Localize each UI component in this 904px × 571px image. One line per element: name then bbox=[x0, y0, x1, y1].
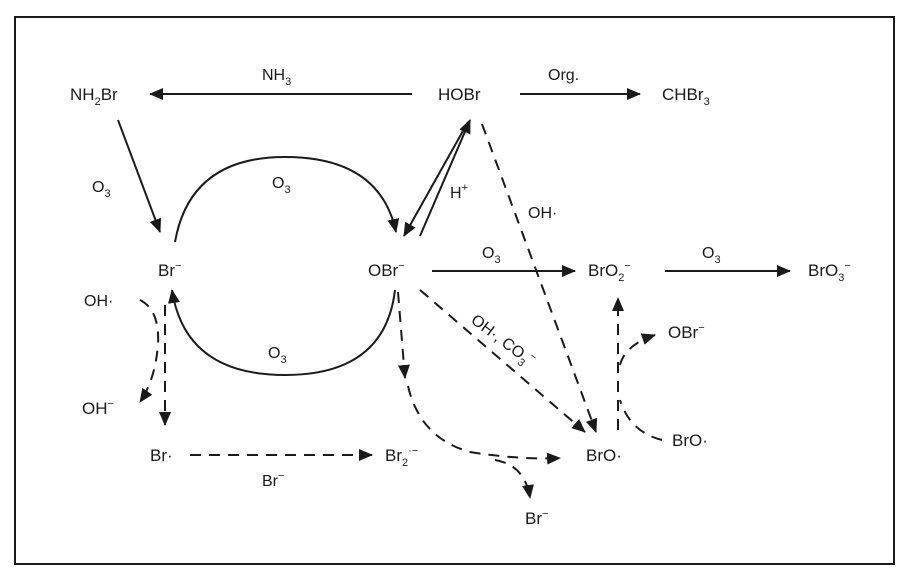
arrow-obr-minus-to-br-minus bbox=[168, 289, 396, 377]
label-o3-bro2-bro3: O3 bbox=[702, 245, 721, 266]
br-minus-main: Br bbox=[158, 261, 175, 280]
label-org: Org. bbox=[548, 67, 579, 84]
arrow-obr-minus-down bbox=[397, 291, 410, 379]
label-o3-bottom-arc: O3 bbox=[268, 345, 287, 366]
oh-minus-main: OH bbox=[82, 399, 108, 418]
arrow-obr-minus-to-hobr bbox=[419, 119, 471, 237]
arrow-bro-rad-right-to-center bbox=[619, 399, 663, 441]
br-minus-sup: − bbox=[175, 260, 181, 272]
label-br-minus: Br− bbox=[262, 470, 284, 490]
label-o3-left: O3 bbox=[92, 179, 111, 200]
node-chbr3: CHBr3 bbox=[662, 85, 710, 108]
label-o3-top-arc: O3 bbox=[272, 175, 291, 196]
arrow-nh2br-to-br-minus bbox=[117, 119, 162, 233]
arrow-to-obr-minus-right bbox=[619, 333, 656, 366]
h-plus-main: H bbox=[450, 185, 462, 202]
label-oh-rad-hobr: OH· bbox=[528, 205, 557, 222]
arrow-hobr-to-bro-rad bbox=[481, 123, 598, 433]
o3-left-main: O bbox=[92, 179, 104, 196]
h-plus-sup: + bbox=[462, 182, 468, 194]
node-hobr: HOBr bbox=[438, 85, 481, 104]
node-obr-minus: OBr− bbox=[368, 260, 405, 280]
o3-bottom-main: O bbox=[268, 345, 280, 362]
o3-right-main: O bbox=[702, 245, 714, 262]
node-obr-minus-right: OBr− bbox=[668, 322, 705, 342]
node-bro-rad: BrO· bbox=[586, 446, 622, 465]
node-bro-rad-right: BrO· bbox=[672, 431, 708, 450]
obr-right-sup: − bbox=[698, 322, 704, 334]
arrow-to-oh-minus bbox=[139, 299, 160, 403]
label-oh-rad-left: OH· bbox=[84, 293, 113, 310]
br2-main: Br bbox=[385, 446, 402, 465]
label-oh-co3-group: OH·, CO3− bbox=[465, 309, 540, 373]
node-br-rad: Br· bbox=[150, 446, 173, 465]
nh3-main: NH bbox=[262, 67, 285, 84]
oh-co3-sup: − bbox=[527, 350, 539, 363]
o3-top-sub: 3 bbox=[284, 184, 290, 196]
bro2-minus-sub: 2 bbox=[618, 272, 624, 284]
node-nh2br: NH2Br bbox=[70, 85, 118, 108]
node-bro2-minus: BrO2− bbox=[588, 260, 631, 284]
br2-sub: 2 bbox=[402, 457, 408, 469]
diagram-frame bbox=[14, 16, 895, 565]
nh2br-tail: Br bbox=[101, 85, 118, 104]
bro2-minus-main: BrO bbox=[588, 261, 618, 280]
bro2-minus-sup: − bbox=[624, 260, 630, 272]
label-nh3: NH3 bbox=[262, 67, 291, 88]
obr-right-main: OBr bbox=[668, 323, 699, 342]
bro3-minus-sub: 3 bbox=[838, 272, 844, 284]
arrow-hobr-to-obr-minus bbox=[403, 121, 469, 237]
label-h-plus: H+ bbox=[450, 182, 468, 202]
o3-left-sub: 3 bbox=[104, 188, 110, 200]
nh2br-sub: 2 bbox=[95, 96, 101, 108]
node-br-minus-bottom: Br− bbox=[525, 508, 548, 528]
oh-co3-main: OH·, CO bbox=[468, 312, 528, 363]
label-o3-obr-bro2: O3 bbox=[482, 245, 501, 266]
br-bottom-main: Br bbox=[525, 509, 542, 528]
label-oh-co3: OH·, CO3− bbox=[465, 309, 539, 373]
node-oh-minus: OH− bbox=[82, 398, 114, 418]
arrow-br2-to-br-minus-bottom bbox=[494, 459, 534, 499]
arrow-obr-minus-to-bro-rad bbox=[419, 289, 586, 433]
o3-bottom-sub: 3 bbox=[280, 354, 286, 366]
node-br2-rad-anion: Br2·− bbox=[385, 445, 418, 469]
node-br-minus: Br− bbox=[158, 260, 181, 280]
o3-top-main: O bbox=[272, 175, 284, 192]
o3-mid-main: O bbox=[482, 245, 494, 262]
bro3-minus-sup: − bbox=[844, 260, 850, 272]
bro3-minus-main: BrO bbox=[808, 261, 838, 280]
chbr3-main: CHBr bbox=[662, 85, 704, 104]
br-label-main: Br bbox=[262, 473, 279, 490]
o3-mid-sub: 3 bbox=[494, 254, 500, 266]
nh2br-main: NH bbox=[70, 85, 95, 104]
br2-sup: ·− bbox=[408, 445, 418, 457]
arrow-obr-minus-to-br2-radical-curve bbox=[407, 385, 561, 465]
br-bottom-sup: − bbox=[542, 508, 548, 520]
oh-minus-sup: − bbox=[108, 398, 114, 410]
chbr3-sub: 3 bbox=[704, 96, 710, 108]
node-bro3-minus: BrO3− bbox=[808, 260, 851, 284]
arrow-br-minus-to-obr-minus bbox=[174, 155, 400, 243]
br-label-sup: − bbox=[278, 470, 284, 482]
nh3-sub: 3 bbox=[285, 76, 291, 88]
obr-minus-sup: − bbox=[398, 260, 404, 272]
o3-right-sub: 3 bbox=[714, 254, 720, 266]
obr-minus-main: OBr bbox=[368, 261, 399, 280]
